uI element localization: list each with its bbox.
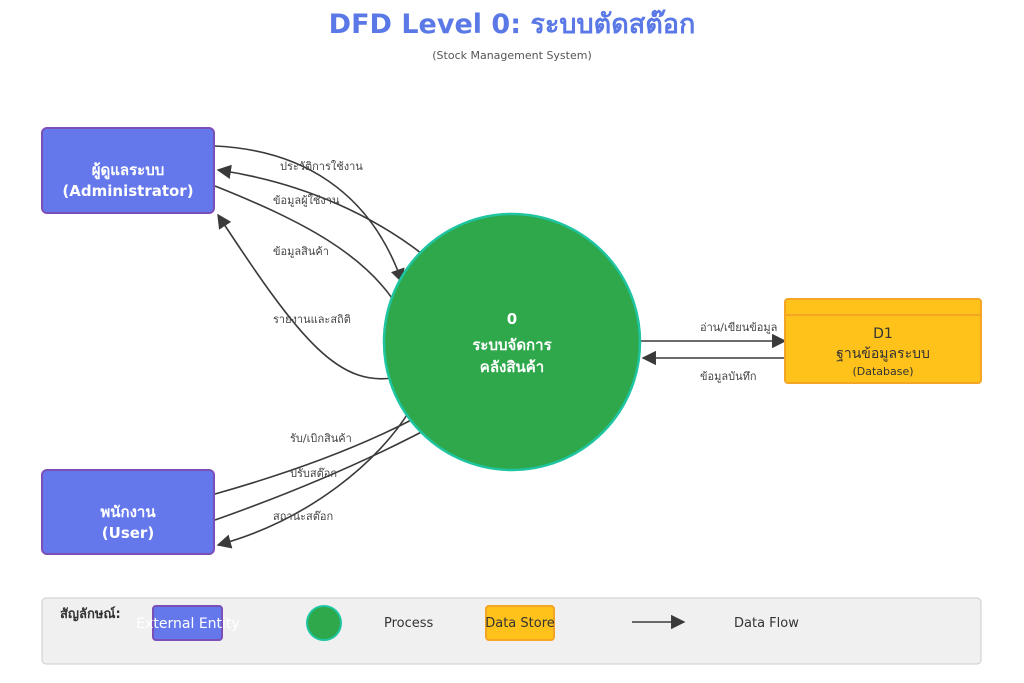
data-flows [214, 145, 787, 549]
label-receive-issue: รับ/เบิกสินค้า [290, 432, 352, 445]
flow-product-data [214, 185, 403, 316]
store-sub: (Database) [852, 365, 913, 378]
data-store-database: D1 ฐานข้อมูลระบบ (Database) [784, 298, 982, 384]
legend-process-swatch [306, 605, 342, 641]
flow-history [214, 145, 405, 284]
legend-store-swatch [485, 605, 555, 641]
flow-user-data [216, 164, 445, 273]
label-product-data: ข้อมูลสินค้า [273, 245, 329, 258]
legend-title: สัญลักษณ์: [60, 606, 121, 622]
entity-user-role: (User) [102, 524, 154, 542]
label-read-write: อ่าน/เขียนข้อมูล [700, 321, 777, 334]
process-name-line1: ระบบจัดการ [472, 336, 552, 354]
entity-administrator: ผู้ดูแลระบบ (Administrator) [41, 127, 215, 214]
entity-admin-name: ผู้ดูแลระบบ [92, 161, 165, 180]
label-status: สถานะสต๊อก [273, 510, 333, 523]
store-id: D1 [873, 326, 893, 342]
process-name-line2: คลังสินค้า [480, 358, 544, 376]
flow-labels: ประวัติการใช้งาน ข้อมูลผู้ใช้งาน ข้อมูลส… [273, 160, 777, 523]
legend-entity-label: External Entity [136, 616, 239, 632]
label-user-data: ข้อมูลผู้ใช้งาน [273, 194, 340, 207]
page-subtitle: (Stock Management System) [432, 49, 592, 62]
legend: สัญลักษณ์: External Entity Process Data … [41, 597, 982, 665]
label-saved: ข้อมูลบันทึก [700, 370, 757, 383]
legend-entity-swatch [152, 605, 223, 641]
process-id: 0 [507, 310, 517, 328]
label-adjust: ปรับสต๊อก [290, 467, 337, 480]
store-name: ฐานข้อมูลระบบ [836, 346, 930, 362]
flow-report [217, 213, 403, 380]
entity-user-name: พนักงาน [100, 503, 156, 521]
entity-admin-role: (Administrator) [62, 182, 193, 200]
legend-process-label: Process [384, 616, 434, 631]
label-report: รายงานและสถิติ [273, 313, 351, 326]
page-title: DFD Level 0: ระบบตัดสต๊อก [329, 9, 696, 40]
label-history: ประวัติการใช้งาน [280, 160, 363, 173]
legend-store-label: Data Store [485, 616, 555, 631]
entity-user: พนักงาน (User) [41, 469, 215, 555]
flow-status [216, 409, 411, 549]
legend-flow-label: Data Flow [734, 616, 799, 631]
process-warehouse: 0 ระบบจัดการ คลังสินค้า [382, 212, 642, 472]
